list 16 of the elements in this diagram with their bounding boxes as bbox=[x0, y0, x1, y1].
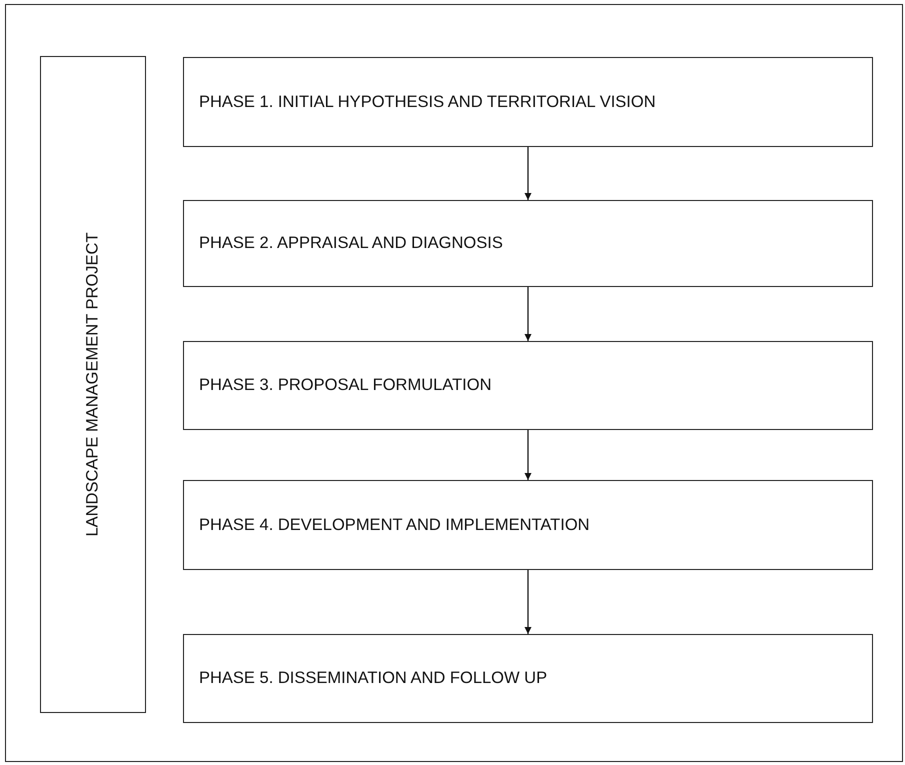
phase-box bbox=[183, 200, 873, 287]
arrow bbox=[524, 147, 532, 200]
phase-label: PHASE 3. PROPOSAL FORMULATION bbox=[199, 376, 492, 395]
phase-label: PHASE 4. DEVELOPMENT AND IMPLEMENTATION bbox=[199, 516, 590, 534]
arrow bbox=[524, 570, 532, 634]
phase-box bbox=[183, 57, 873, 147]
phase-label: PHASE 2. APPRAISAL AND DIAGNOSIS bbox=[199, 234, 503, 253]
phase-label: PHASE 1. INITIAL HYPOTHESIS AND TERRITORIAL VISION bbox=[199, 92, 656, 112]
phase-box bbox=[183, 480, 873, 570]
phase-box bbox=[183, 634, 873, 723]
arrow bbox=[524, 430, 532, 480]
arrow bbox=[524, 287, 532, 341]
phase-label: PHASE 5. DISSEMINATION AND FOLLOW UP bbox=[199, 669, 548, 688]
project-band bbox=[40, 56, 146, 713]
phase-box bbox=[183, 341, 873, 430]
project-label: LANDSCAPE MANAGEMENT PROJECT bbox=[84, 232, 102, 537]
